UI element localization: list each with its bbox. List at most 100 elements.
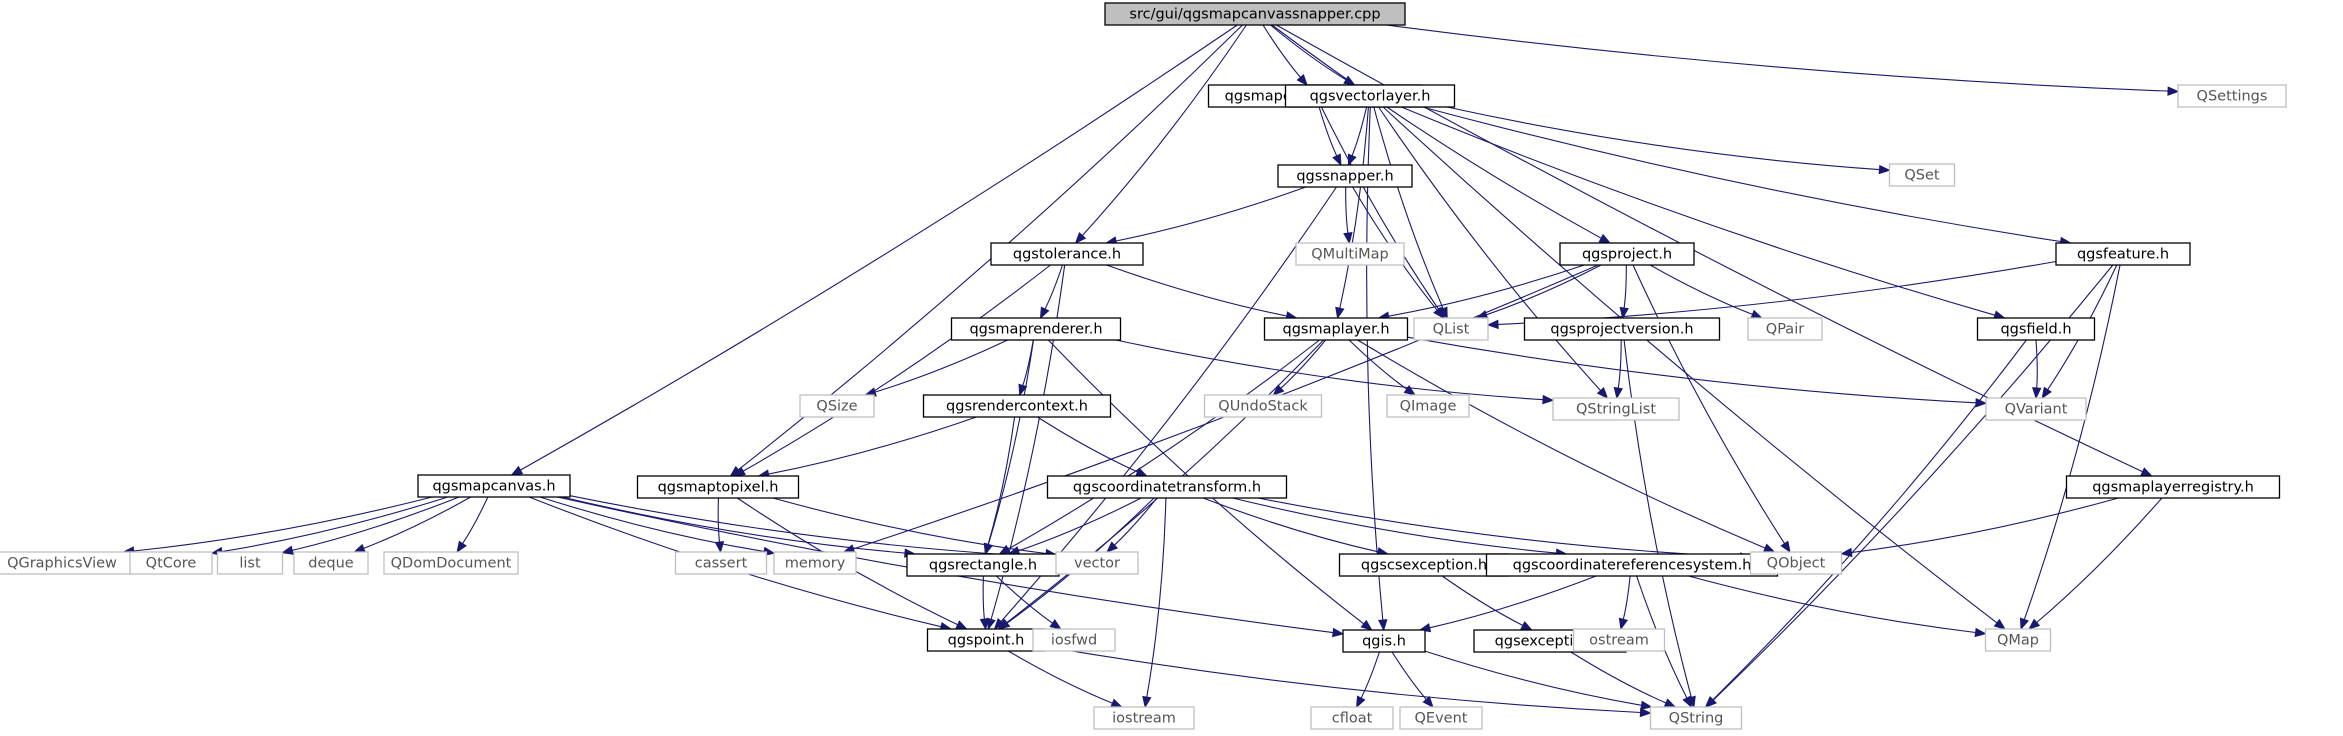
node-label: qgsmapcanvas.h xyxy=(432,479,555,495)
node-QGraphicsView: QGraphicsView xyxy=(0,551,135,575)
node-label: iostream xyxy=(1112,711,1176,727)
edge-line xyxy=(1424,650,1642,706)
node-qgsvectorlayer-h[interactable]: qgsvectorlayer.h xyxy=(1284,84,1456,108)
arrowhead xyxy=(1360,619,1373,631)
edge-qgstolerance_h-to-qgsmaptopixel_h xyxy=(733,264,1051,477)
edge-line xyxy=(1446,106,1880,171)
node-list: list xyxy=(216,551,284,575)
node-vector: vector xyxy=(1055,551,1139,575)
arrowhead xyxy=(1378,619,1388,632)
edge-line xyxy=(539,496,765,553)
node-ostream: ostream xyxy=(1572,628,1666,652)
node-qgsmaptopixel-h[interactable]: qgsmaptopixel.h xyxy=(636,475,800,499)
edge-line xyxy=(1018,497,1142,552)
edge-qgsmaplayerregistry_h-to-QMap xyxy=(2028,497,2163,630)
edge-line xyxy=(2023,264,2121,620)
edge-qgis_h-to-QString xyxy=(1424,650,1653,710)
node-QUndoStack: QUndoStack xyxy=(1203,394,1323,418)
edge-qgscoordinatereferencesystem_h-to-QMap xyxy=(1688,575,1987,638)
edge-qgsmapcanvas_h-to-QDomDocument xyxy=(456,496,489,554)
arrowhead xyxy=(2167,86,2180,96)
arrowhead xyxy=(2140,467,2153,477)
node-box xyxy=(1523,317,1721,341)
edge-line xyxy=(1318,106,1338,157)
node-QPair: QPair xyxy=(1747,317,1823,341)
node-box xyxy=(1649,706,1743,730)
node-box xyxy=(1263,317,1409,341)
arrowhead xyxy=(1542,394,1555,405)
edge-line xyxy=(1037,416,1138,473)
node-qgsmaplayerregistry-h[interactable]: qgsmaplayerregistry.h xyxy=(2065,475,2281,499)
node-qgsmaprenderer-h[interactable]: qgsmaprenderer.h xyxy=(950,317,1122,341)
node-QSize: QSize xyxy=(799,394,875,418)
edge-line xyxy=(1022,339,1034,386)
edge-qgis_h-to-cfloat xyxy=(1355,651,1380,709)
arrowhead xyxy=(1142,695,1152,709)
node-QStringList: QStringList xyxy=(1552,397,1680,421)
arrowhead xyxy=(1682,695,1693,709)
arrowhead xyxy=(1343,232,1353,245)
edge-line xyxy=(1146,497,1167,698)
node-root[interactable]: src/gui/qgsmapcanvassnapper.cpp xyxy=(1104,2,1406,26)
edge-root-to-qgstolerance_h xyxy=(1074,24,1247,244)
arrowhead xyxy=(510,465,524,476)
edge-line xyxy=(1441,575,1524,626)
node-qgsmapcanvas-h[interactable]: qgsmapcanvas.h xyxy=(417,474,571,498)
arrowhead xyxy=(1520,621,1534,631)
node-label: src/gui/qgsmapcanvassnapper.cpp xyxy=(1129,7,1380,23)
edge-line xyxy=(1623,264,1627,309)
node-QSet: QSet xyxy=(1888,163,1956,187)
edge-line xyxy=(995,575,1053,624)
node-qgstolerance-h[interactable]: qgstolerance.h xyxy=(990,242,1144,266)
node-qgsfield-h[interactable]: qgsfield.h xyxy=(1976,317,2096,341)
edge-qgsexception_h-to-QString xyxy=(1570,651,1677,708)
edge-line xyxy=(1712,339,2027,701)
arrowhead xyxy=(1663,698,1677,708)
node-box xyxy=(129,551,213,575)
edge-qgscoordinatetransform_h-to-qgsrectangle_h xyxy=(1007,497,1142,556)
arrowhead xyxy=(1618,617,1629,631)
node-qgssnapper-h[interactable]: qgssnapper.h xyxy=(1277,164,1413,188)
node-qgsrectangle-h[interactable]: qgsrectangle.h xyxy=(906,553,1060,577)
edge-line xyxy=(1044,645,1641,714)
node-label: qgstolerance.h xyxy=(1013,247,1121,263)
node-box xyxy=(1203,394,1323,418)
edge-qgscoordinatereferencesystem_h-to-ostream xyxy=(1618,575,1631,631)
edge-qgstolerance_h-to-qgsmaplayer_h xyxy=(1106,264,1298,321)
node-qgsproject-h[interactable]: qgsproject.h xyxy=(1559,242,1695,266)
edge-qgsmapcanvas_h-to-deque xyxy=(353,496,471,553)
node-qgspoint-h[interactable]: qgspoint.h xyxy=(926,628,1046,652)
node-label: ostream xyxy=(1589,633,1649,649)
node-box xyxy=(922,394,1112,418)
node-qgsmaplayer-h[interactable]: qgsmaplayer.h xyxy=(1263,317,1409,341)
edge-qgsvectorlayer_h-to-QSet xyxy=(1446,106,1891,175)
node-label: qgsvectorlayer.h xyxy=(1310,89,1431,105)
node-QImage: QImage xyxy=(1386,394,1470,418)
node-QMap: QMap xyxy=(1984,628,2052,652)
node-qgsrendercontext-h[interactable]: qgsrendercontext.h xyxy=(922,394,1112,418)
node-label: QtCore xyxy=(146,556,197,572)
edge-line xyxy=(133,496,433,552)
edge-line xyxy=(717,497,721,543)
edge-line xyxy=(520,24,1238,471)
node-qgscoordinatereferencesystem-h[interactable]: qgscoordinatereferencesystem.h xyxy=(1485,553,1779,577)
arrowhead xyxy=(1049,619,1062,630)
node-label: qgsrectangle.h xyxy=(929,558,1037,574)
node-box xyxy=(1093,706,1195,730)
arrowhead xyxy=(2019,617,2029,631)
edge-qgsfield_h-to-QString xyxy=(1704,339,2027,708)
edge-line xyxy=(1407,336,1977,404)
node-qgsfeature-h[interactable]: qgsfeature.h xyxy=(2055,242,2191,266)
edge-line xyxy=(874,339,1008,393)
arrowhead xyxy=(1403,385,1416,396)
node-qgscoordinatetransform-h[interactable]: qgscoordinatetransform.h xyxy=(1046,475,1288,499)
node-QList: QList xyxy=(1413,317,1489,341)
node-label: QObject xyxy=(1767,556,1826,572)
node-qgsprojectversion-h[interactable]: qgsprojectversion.h xyxy=(1523,317,1721,341)
edge-qgsmaptopixel_h-to-vector xyxy=(772,497,1058,559)
edge-qgsmapcanvas_h-to-QtCore xyxy=(210,496,449,557)
node-box xyxy=(1984,628,2052,652)
node-qgis-h[interactable]: qgis.h xyxy=(1342,629,1426,653)
node-qgscsexception-h[interactable]: qgscsexception.h xyxy=(1338,553,1510,577)
edge-line xyxy=(1429,575,1597,629)
